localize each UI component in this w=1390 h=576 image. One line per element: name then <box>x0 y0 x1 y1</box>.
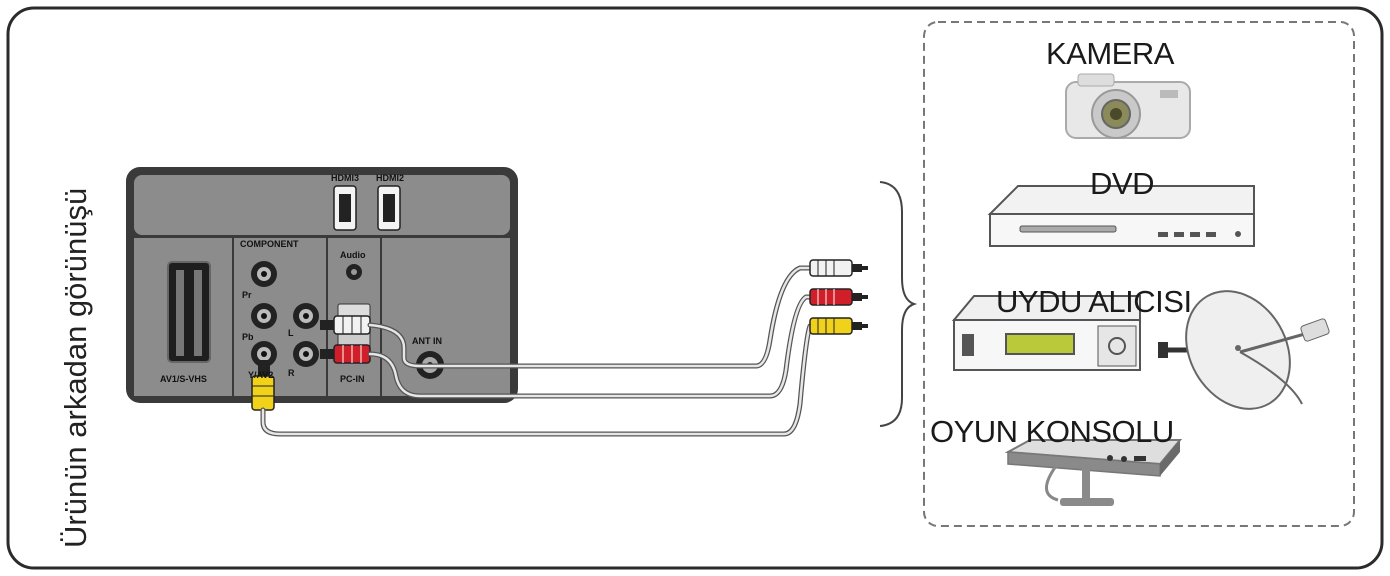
jack-pb <box>251 303 277 329</box>
jack-pr <box>251 261 277 287</box>
outer-frame <box>6 6 1384 570</box>
av-cables <box>260 265 813 437</box>
label-console: OYUN KONSOLU <box>930 414 1174 449</box>
rear-view-caption: Ürünün arkadan görünüşü <box>58 187 93 548</box>
rca-plug-white <box>809 259 868 277</box>
label-pb: Pb <box>242 332 254 342</box>
label-camera: KAMERA <box>1046 36 1174 71</box>
label-hdmi2: HDMI2 <box>376 173 404 183</box>
jack-y <box>251 341 277 367</box>
label-audio: Audio <box>340 250 366 260</box>
label-dvd: DVD <box>1090 166 1154 201</box>
satellite-receiver-icon <box>951 295 1141 371</box>
dvd-player-icon <box>987 185 1255 247</box>
label-ant-in: ANT IN <box>412 336 442 346</box>
panel-plug-yellow <box>251 360 275 411</box>
label-satellite: UYDU ALICISI <box>996 284 1192 319</box>
label-r: R <box>288 368 295 378</box>
rca-plug-red <box>809 288 868 306</box>
satellite-dish-icon <box>1158 290 1330 410</box>
jack-l <box>293 303 319 329</box>
rca-plug-yellow <box>809 317 868 335</box>
audio-jack <box>346 264 362 280</box>
label-component: COMPONENT <box>240 239 299 249</box>
camera-icon <box>1065 73 1191 139</box>
tv-back-panel: HDMI3 HDMI2 COMPONENT Audio Pr Pb Y/AV2 … <box>126 167 518 411</box>
label-y-av2: Y/AV2 <box>248 370 273 380</box>
device-brace <box>879 181 918 427</box>
panel-plug-red <box>320 344 371 364</box>
scart-port <box>167 261 211 363</box>
label-hdmi3: HDMI3 <box>331 173 359 183</box>
label-scart: AV1/S-VHS <box>160 374 207 384</box>
jack-r <box>293 341 319 367</box>
label-l: L <box>288 328 294 338</box>
label-pc-in: PC-IN <box>340 374 365 384</box>
game-console-icon <box>1004 439 1183 506</box>
label-pr: Pr <box>242 290 252 300</box>
device-group-box <box>923 21 1355 527</box>
